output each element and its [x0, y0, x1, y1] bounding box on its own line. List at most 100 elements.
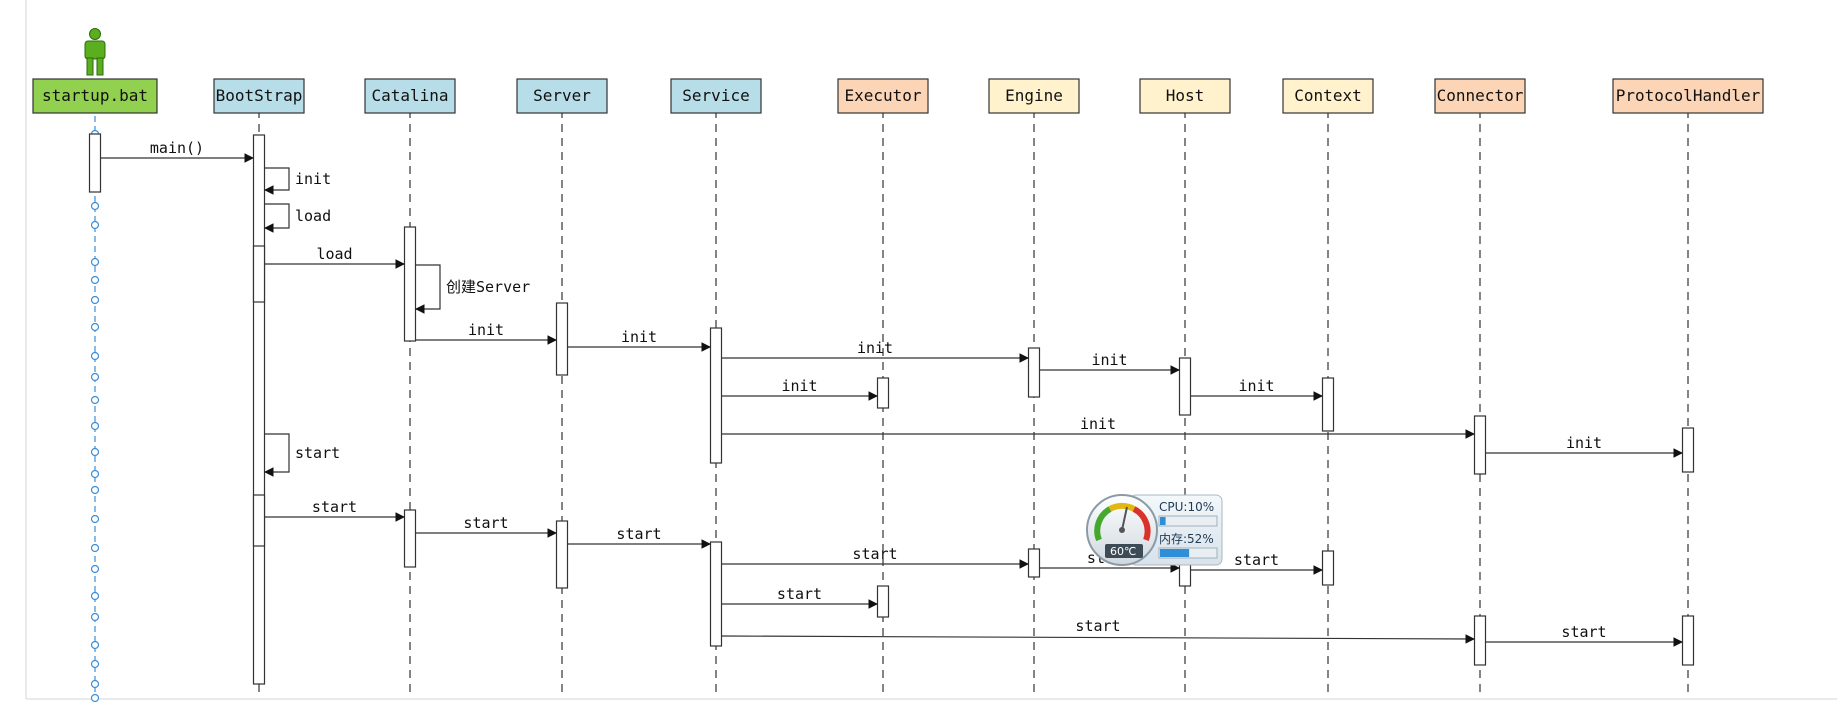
- temperature-badge: [1105, 544, 1143, 558]
- gauge-arc-red: [1132, 506, 1151, 542]
- participant-label: startup.bat: [42, 86, 148, 105]
- message-label: start: [1234, 551, 1279, 569]
- lifeline-node: [90, 693, 100, 703]
- message-label: load: [316, 245, 352, 263]
- message-label: init: [1238, 377, 1274, 395]
- self-message-arrow[interactable]: [264, 167, 290, 195]
- participant-label: Host: [1166, 86, 1205, 105]
- message-label: start: [1075, 617, 1120, 635]
- message-label: init: [857, 339, 893, 357]
- message-label: init: [1080, 415, 1116, 433]
- lifeline-node: [90, 220, 100, 230]
- participant-protocolhandler[interactable]: [1612, 78, 1764, 114]
- activation-bootstrap[interactable]: [252, 494, 266, 547]
- activation-context[interactable]: [1321, 377, 1335, 432]
- memory-bar-fill: [1160, 549, 1190, 557]
- self-message-arrow[interactable]: [264, 203, 290, 233]
- participant-executor[interactable]: [837, 78, 929, 114]
- lifeline-node: [90, 447, 100, 457]
- participant-label: Service: [682, 86, 749, 105]
- activation-service[interactable]: [709, 327, 723, 464]
- activation-bootstrap[interactable]: [252, 245, 266, 303]
- gauge-needle: [1121, 506, 1128, 531]
- activation-protocolhandler[interactable]: [1681, 427, 1695, 473]
- lifeline-node: [90, 257, 100, 267]
- cpu-bar-track: [1158, 515, 1218, 527]
- activation-startup[interactable]: [88, 133, 102, 193]
- message-label: start: [463, 514, 508, 532]
- participant-label: ProtocolHandler: [1616, 86, 1761, 105]
- message-label: init: [781, 377, 817, 395]
- activation-context[interactable]: [1321, 550, 1335, 586]
- activation-catalina[interactable]: [403, 226, 417, 342]
- activation-engine[interactable]: [1027, 347, 1041, 398]
- cpu-bar-fill: [1160, 517, 1166, 525]
- lifeline-node: [90, 591, 100, 601]
- message-label: init: [295, 170, 331, 188]
- participant-startup[interactable]: [32, 78, 158, 114]
- participant-engine[interactable]: [988, 78, 1080, 114]
- lifeline-node: [90, 485, 100, 495]
- participant-label: Context: [1294, 86, 1361, 105]
- participant-label: Server: [533, 86, 591, 105]
- memory-label: 内存:52%: [1159, 532, 1214, 546]
- lifeline-node: [90, 543, 100, 553]
- activation-protocolhandler[interactable]: [1681, 615, 1695, 666]
- message-label: start: [312, 498, 357, 516]
- message-label: init: [468, 321, 504, 339]
- lifeline-node: [90, 469, 100, 479]
- lifeline-node: [90, 640, 100, 650]
- lifeline-node: [90, 322, 100, 332]
- participant-label: Catalina: [371, 86, 448, 105]
- participant-server[interactable]: [516, 78, 608, 114]
- lifeline-node: [90, 421, 100, 431]
- temperature-label: 60℃: [1110, 545, 1136, 558]
- message-label: load: [295, 207, 331, 225]
- activation-server[interactable]: [555, 302, 569, 376]
- self-message-arrow[interactable]: [415, 264, 441, 314]
- lifeline-node: [90, 612, 100, 622]
- participant-context[interactable]: [1282, 78, 1374, 114]
- participant-service[interactable]: [670, 78, 762, 114]
- message-label: init: [1091, 351, 1127, 369]
- participant-label: Engine: [1005, 86, 1063, 105]
- activation-host[interactable]: [1178, 357, 1192, 416]
- lifeline-node: [90, 201, 100, 211]
- actor-icon: [84, 28, 106, 76]
- activation-executor[interactable]: [876, 585, 890, 618]
- gauge-arc-yellow: [1108, 502, 1136, 512]
- activation-server[interactable]: [555, 520, 569, 589]
- message-arrow[interactable]: [721, 634, 1475, 644]
- lifeline-node: [90, 351, 100, 361]
- lifeline-node: [90, 564, 100, 574]
- message-label: main(): [150, 139, 204, 157]
- activation-bootstrap[interactable]: [252, 134, 266, 685]
- lifeline-node: [90, 659, 100, 669]
- participant-catalina[interactable]: [364, 78, 456, 114]
- self-message-arrow[interactable]: [264, 433, 290, 477]
- activation-service[interactable]: [709, 541, 723, 647]
- participant-label: Connector: [1437, 86, 1524, 105]
- participant-connector[interactable]: [1434, 78, 1526, 114]
- activation-connector[interactable]: [1473, 615, 1487, 666]
- message-label: start: [1561, 623, 1606, 641]
- lifeline-node: [90, 679, 100, 689]
- activation-connector[interactable]: [1473, 415, 1487, 475]
- message-label: 创建Server: [446, 278, 530, 296]
- lifeline-node: [90, 275, 100, 285]
- participant-label: Executor: [844, 86, 921, 105]
- gauge-arc-green: [1094, 506, 1112, 542]
- activation-catalina[interactable]: [403, 509, 417, 568]
- lifeline-node: [90, 514, 100, 524]
- lifeline-node: [90, 372, 100, 382]
- participant-host[interactable]: [1139, 78, 1231, 114]
- system-monitor-gadget[interactable]: 60℃ CPU:10% 内存:52%: [1086, 494, 1223, 566]
- message-label: start: [616, 525, 661, 543]
- activation-engine[interactable]: [1027, 548, 1041, 578]
- lifeline-node: [90, 395, 100, 405]
- cpu-label: CPU:10%: [1159, 500, 1214, 514]
- lifeline-node: [90, 295, 100, 305]
- activation-executor[interactable]: [876, 377, 890, 409]
- participant-bootstrap[interactable]: [213, 78, 305, 114]
